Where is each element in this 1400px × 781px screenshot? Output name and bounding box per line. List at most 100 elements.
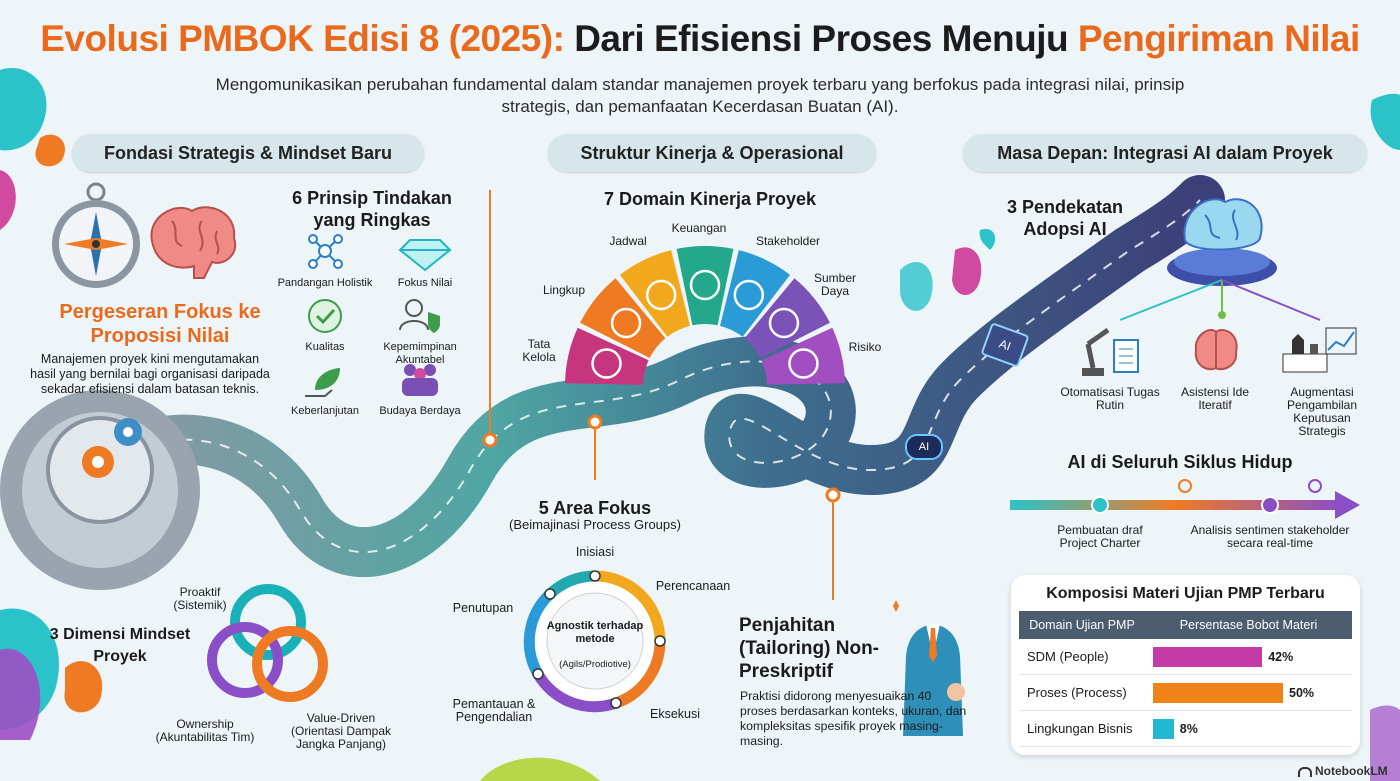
tailor-suit-icon: [893, 600, 965, 736]
exam-table: Domain Ujian PMP Persentase Bobot Materi…: [1019, 611, 1352, 747]
exam-row: Proses (Process) 50%: [1019, 674, 1352, 711]
exam-weight-label: 50%: [1289, 685, 1315, 700]
focus-ring: [523, 570, 666, 713]
exam-heading: Komposisi Materi Ujian PMP Terbaru: [1046, 585, 1325, 602]
domains-arc: [565, 246, 845, 385]
exam-weight-cell: 50%: [1145, 674, 1352, 711]
ai-badge: AI: [905, 434, 943, 460]
mindset-label-proaktif: Proaktif(Sistemik): [173, 585, 227, 612]
focus-item-monitoring: Pemantauan & Pengendalian: [452, 697, 536, 724]
exam-domain-cell: SDM (People): [1019, 639, 1145, 675]
exam-weight-cell: 42%: [1145, 639, 1352, 675]
domain-segment: [580, 278, 666, 358]
diamond-icon: [398, 239, 452, 272]
exam-weight-bar: [1153, 682, 1283, 703]
domain-label: Risiko: [848, 340, 882, 354]
mindset-label-ownership: Ownership(Akuntabilitas Tim): [155, 717, 255, 744]
section-left-pill: Fondasi Strategis & Mindset Baru: [72, 134, 424, 172]
ai-network: [1119, 198, 1321, 321]
exam-domain-cell: Proses (Process): [1019, 674, 1145, 711]
principle-item: Kepemimpinan Akuntabel: [370, 296, 470, 367]
mindset-heading: 3 Dimensi Mindset Proyek: [49, 626, 191, 665]
focus-item-closing: Penutupan: [452, 601, 514, 615]
focus-item-planning: Perencanaan: [655, 579, 731, 593]
section-right-pill: Masa Depan: Integrasi AI dalam Proyek: [963, 134, 1367, 172]
lifecycle-left-label: Pembuatan draf Project Charter: [1057, 523, 1143, 550]
robot-arm-icon: [1082, 327, 1139, 376]
domain-segment: [761, 327, 845, 385]
coins-icon: [689, 269, 721, 301]
leaf-hand-icon: [305, 368, 340, 397]
lifecycle-arrow: [1010, 479, 1360, 519]
lifecycle-heading: AI di Seluruh Siklus Hidup: [1067, 452, 1293, 472]
brain-icon: [150, 206, 237, 279]
page-title: Evolusi PMBOK Edisi 8 (2025): Dari Efisi…: [40, 18, 1360, 59]
domains-heading: 7 Domain Kinerja Proyek: [603, 189, 817, 209]
notebook-icon: [1298, 766, 1312, 777]
ai-item-label: Asistensi Ide Iteratif: [1180, 385, 1250, 412]
compass-icon: [52, 182, 140, 288]
principles-grid: Pandangan Holistik Fokus Nilai Kualitas …: [270, 232, 470, 422]
brain-icon: [1194, 329, 1238, 371]
focus-item-execution: Eksekusi: [649, 707, 701, 721]
network-icon: [308, 234, 343, 269]
chat-icon: [733, 279, 765, 311]
exam-weight-bar: [1153, 646, 1263, 667]
exam-col-domain: Domain Ujian PMP: [1019, 611, 1145, 639]
principle-item: Keberlanjutan: [270, 360, 380, 418]
exam-card: Komposisi Materi Ujian PMP Terbaru Domai…: [1011, 575, 1360, 755]
ring-value-driven: [252, 626, 328, 702]
principle-item: Kualitas: [270, 296, 380, 354]
tailoring-heading: Penjahitan (Tailoring) Non-Preskriptif: [739, 615, 880, 682]
principle-item: Budaya Berdaya: [370, 360, 470, 418]
brand-label: NotebookLM: [1298, 764, 1388, 778]
domain-label: Jadwal: [609, 234, 647, 248]
section-middle-pill: Struktur Kinerja & Operasional: [548, 134, 876, 172]
team-icon: [402, 364, 438, 396]
exam-weight-label: 8%: [1179, 721, 1198, 736]
domain-segment: [619, 250, 690, 337]
tailoring-body: Praktisi didorong menyesuaikan 40 proses…: [740, 689, 967, 748]
exam-col-weight: Persentase Bobot Materi: [1145, 611, 1352, 639]
focus-sub: (Beimajinasi Process Groups): [509, 517, 681, 532]
tools-icon: [768, 307, 800, 339]
lifecycle-right-label: Analisis sentimen stakeholder secara rea…: [1190, 523, 1350, 550]
ring-ownership: [207, 622, 283, 698]
ai-item-label: Augmentasi Pengambilan Keputusan Strateg…: [1286, 385, 1358, 438]
exam-weight-label: 42%: [1268, 649, 1294, 664]
domain-segment: [720, 250, 791, 337]
exam-row: SDM (People) 42%: [1019, 639, 1352, 675]
domain-label: Sumber Daya: [813, 271, 857, 298]
focus-center-text: Agnostik terhadap metode: [546, 620, 644, 645]
leader-shield-icon: [399, 299, 440, 333]
chess-icon: [1282, 327, 1357, 373]
ai-adoption-heading: 3 Pendekatan Adopsi AI: [1006, 197, 1124, 239]
domain-segment: [565, 327, 649, 385]
principle-item: Fokus Nilai: [380, 232, 470, 290]
domain-segment: [744, 278, 830, 358]
domain-label: Lingkup: [542, 283, 586, 297]
domain-segment: [676, 246, 734, 326]
mindset-rings: [207, 584, 328, 702]
focus-heading: 5 Area Fokus: [538, 498, 652, 518]
domain-label: Tata Kelola: [522, 337, 556, 364]
principle-item: Pandangan Holistik: [270, 232, 380, 290]
clock-icon: [645, 279, 677, 311]
exam-weight-bar: [1153, 718, 1174, 739]
focus-item-initiation: Inisiasi: [575, 545, 615, 559]
check-badge-icon: [308, 299, 342, 333]
exam-row: Lingkungan Bisnis 8%: [1019, 710, 1352, 747]
mindset-label-value-driven: Value-Driven(Orientasi Dampak Jangka Pan…: [290, 711, 392, 751]
exam-weight-cell: 8%: [1145, 710, 1352, 747]
shield-bolt-icon: [788, 348, 819, 379]
exam-domain-cell: Lingkungan Bisnis: [1019, 710, 1145, 747]
page-subtitle: Mengomunikasikan perubahan fundamental d…: [215, 75, 1185, 116]
focus-center-sub: (Agils/Prodiotive): [559, 659, 631, 670]
domain-label: Keuangan: [671, 221, 727, 235]
target-icon: [610, 307, 642, 339]
ring-proaktif: [230, 584, 306, 660]
ai-item-label: Otomatisasi Tugas Rutin: [1060, 385, 1160, 412]
domain-label: Stakeholder: [755, 234, 821, 248]
